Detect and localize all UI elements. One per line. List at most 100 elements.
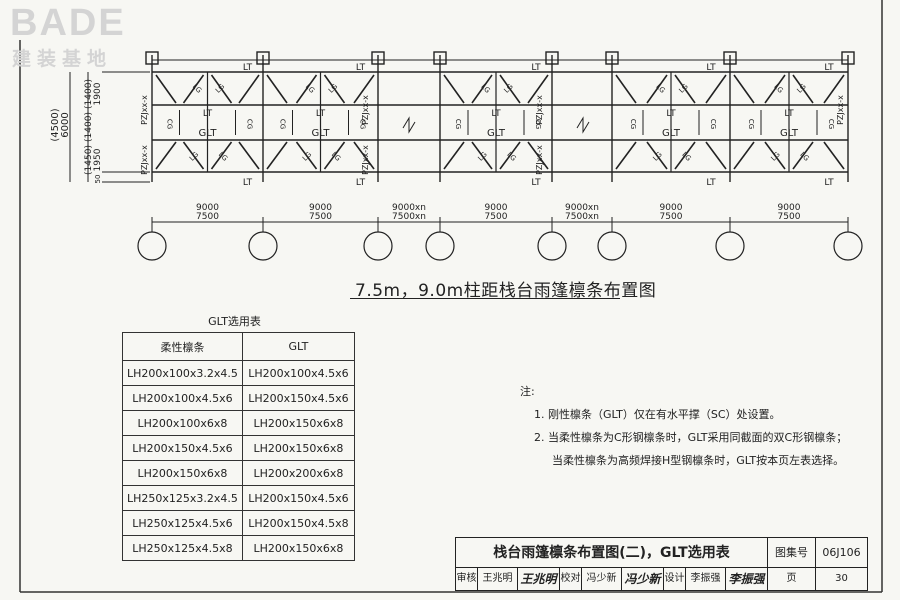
brace-diagonal xyxy=(527,141,549,170)
label-lt: LT xyxy=(243,63,253,73)
span-top-text: 9000 xyxy=(485,203,508,213)
label-pz: PZJxx-x xyxy=(361,95,370,125)
span-top-text: 9000 xyxy=(660,203,683,213)
column-cap xyxy=(371,51,385,65)
grid-bubble xyxy=(833,231,863,261)
title-block: 栈台雨篷檩条布置图(二)，GLT选用表 图集号 06J106 审核 王兆明 王兆… xyxy=(455,537,868,591)
brace-diagonal xyxy=(499,141,521,170)
brace-diagonal xyxy=(295,141,318,170)
column-cap xyxy=(545,51,559,65)
label-lg: LG xyxy=(304,82,316,94)
span-top-text: 9000xn xyxy=(565,203,599,213)
brace-diagonal xyxy=(527,74,549,104)
column-cap xyxy=(145,51,159,65)
brace-diagonal xyxy=(266,74,288,104)
label-lt: LT xyxy=(706,178,716,188)
dim-text: 50 xyxy=(94,175,102,184)
label-glt: GLT xyxy=(311,128,330,139)
span-bottom-text: 7500 xyxy=(778,212,801,222)
brace-diagonal xyxy=(471,74,493,104)
design-label: 设计 xyxy=(664,568,686,590)
label-cg: CG xyxy=(359,119,367,129)
label-cg: CG xyxy=(747,119,755,129)
cell-glt: LH200x150x6x8 xyxy=(241,435,355,461)
label-cg: CG xyxy=(827,119,835,129)
brace-diagonal xyxy=(266,141,288,170)
label-glt: GLT xyxy=(780,128,799,139)
brace-diagonal xyxy=(323,141,346,170)
dim-text: 6000 xyxy=(60,112,71,137)
label-lg: LG xyxy=(798,150,810,162)
page-number: 30 xyxy=(835,573,848,584)
cell-flexible-purlin: LH200x100x4.5x6 xyxy=(122,385,243,411)
grid-bubble xyxy=(715,231,745,261)
note-2: 2. 当柔性檩条为C形钢檩条时，GLT采用同截面的双C形钢檩条； xyxy=(534,431,848,444)
page-label: 页 xyxy=(768,568,816,590)
brace-diagonal xyxy=(733,74,755,104)
span-bottom-text: 7500 xyxy=(485,212,508,222)
cell-flexible-purlin: LH200x150x4.5x6 xyxy=(122,435,243,461)
brace-diagonal xyxy=(705,74,727,104)
label-lt: LT xyxy=(356,178,366,188)
span-bottom-text: 7500 xyxy=(660,212,683,222)
label-lg: LG xyxy=(772,82,784,94)
brace-diagonal xyxy=(238,141,260,170)
label-lg: LG xyxy=(505,150,517,162)
label-lg: LG xyxy=(330,150,342,162)
label-lt: LT xyxy=(203,109,213,119)
brace-diagonal xyxy=(615,141,637,170)
cell-flexible-purlin: LH200x100x3.2x4.5 xyxy=(122,360,243,386)
label-lt: LT xyxy=(531,63,541,73)
check-signature: 冯少新 xyxy=(622,568,664,590)
design-name: 李振强 xyxy=(686,568,726,590)
label-lg: LG xyxy=(191,82,203,94)
brace-diagonal xyxy=(705,141,727,170)
brace-diagonal xyxy=(238,74,260,104)
brace-diagonal xyxy=(499,74,521,104)
dim-text: (1450) xyxy=(84,145,94,175)
span-bottom-text: 7500 xyxy=(196,212,219,222)
break-mark xyxy=(576,116,590,134)
cell-flexible-purlin: LH200x150x6x8 xyxy=(122,460,243,486)
grid-bubble xyxy=(137,231,167,261)
grid-bubble xyxy=(363,231,393,261)
cell-glt: LH200x150x4.5x8 xyxy=(241,510,355,536)
label-lt: LT xyxy=(824,63,834,73)
brace-diagonal xyxy=(443,74,465,104)
grid-bubble xyxy=(537,231,567,261)
label-glt: GLT xyxy=(198,128,217,139)
break-mark xyxy=(402,116,416,134)
label-lt: LT xyxy=(706,63,716,73)
label-pz: PZJxx-x xyxy=(361,145,370,175)
dim-text: (4500) xyxy=(50,108,61,141)
signature-row: 审核 王兆明 王兆明 校对 冯少新 冯少新 设计 李振强 李振强 页 30 xyxy=(456,568,867,590)
brace-diagonal xyxy=(155,141,177,170)
span-top-text: 9000 xyxy=(778,203,801,213)
label-glt: GLT xyxy=(662,128,681,139)
review-signature: 王兆明 xyxy=(518,568,560,590)
brace-diagonal xyxy=(182,74,205,104)
brace-diagonal xyxy=(764,141,786,170)
notes: 注: 1. 刚性檩条（GLT）仅在有水平撑（SC）处设置。 2. 当柔性檩条为C… xyxy=(520,380,847,472)
brace-diagonal xyxy=(210,74,233,104)
plan-title-underline xyxy=(350,298,620,299)
label-lg: LG xyxy=(654,82,666,94)
dim-text: (1400) xyxy=(84,112,94,142)
label-pz: PZJxx-x xyxy=(535,95,544,125)
brace-diagonal xyxy=(646,74,668,104)
brace-diagonal xyxy=(210,141,233,170)
brace-diagonal xyxy=(792,74,814,104)
label-lt: LT xyxy=(666,109,676,119)
header-flexible-purlin: 柔性檩条 xyxy=(122,332,243,361)
brace-diagonal xyxy=(646,141,668,170)
sheet-title: 栈台雨篷檩条布置图(二)，GLT选用表 xyxy=(456,538,768,568)
cell-flexible-purlin: LH250x125x3.2x4.5 xyxy=(122,485,243,511)
brace-diagonal xyxy=(823,74,845,104)
label-pz: PZJxx-x xyxy=(140,145,149,175)
label-cg: CG xyxy=(166,119,174,129)
